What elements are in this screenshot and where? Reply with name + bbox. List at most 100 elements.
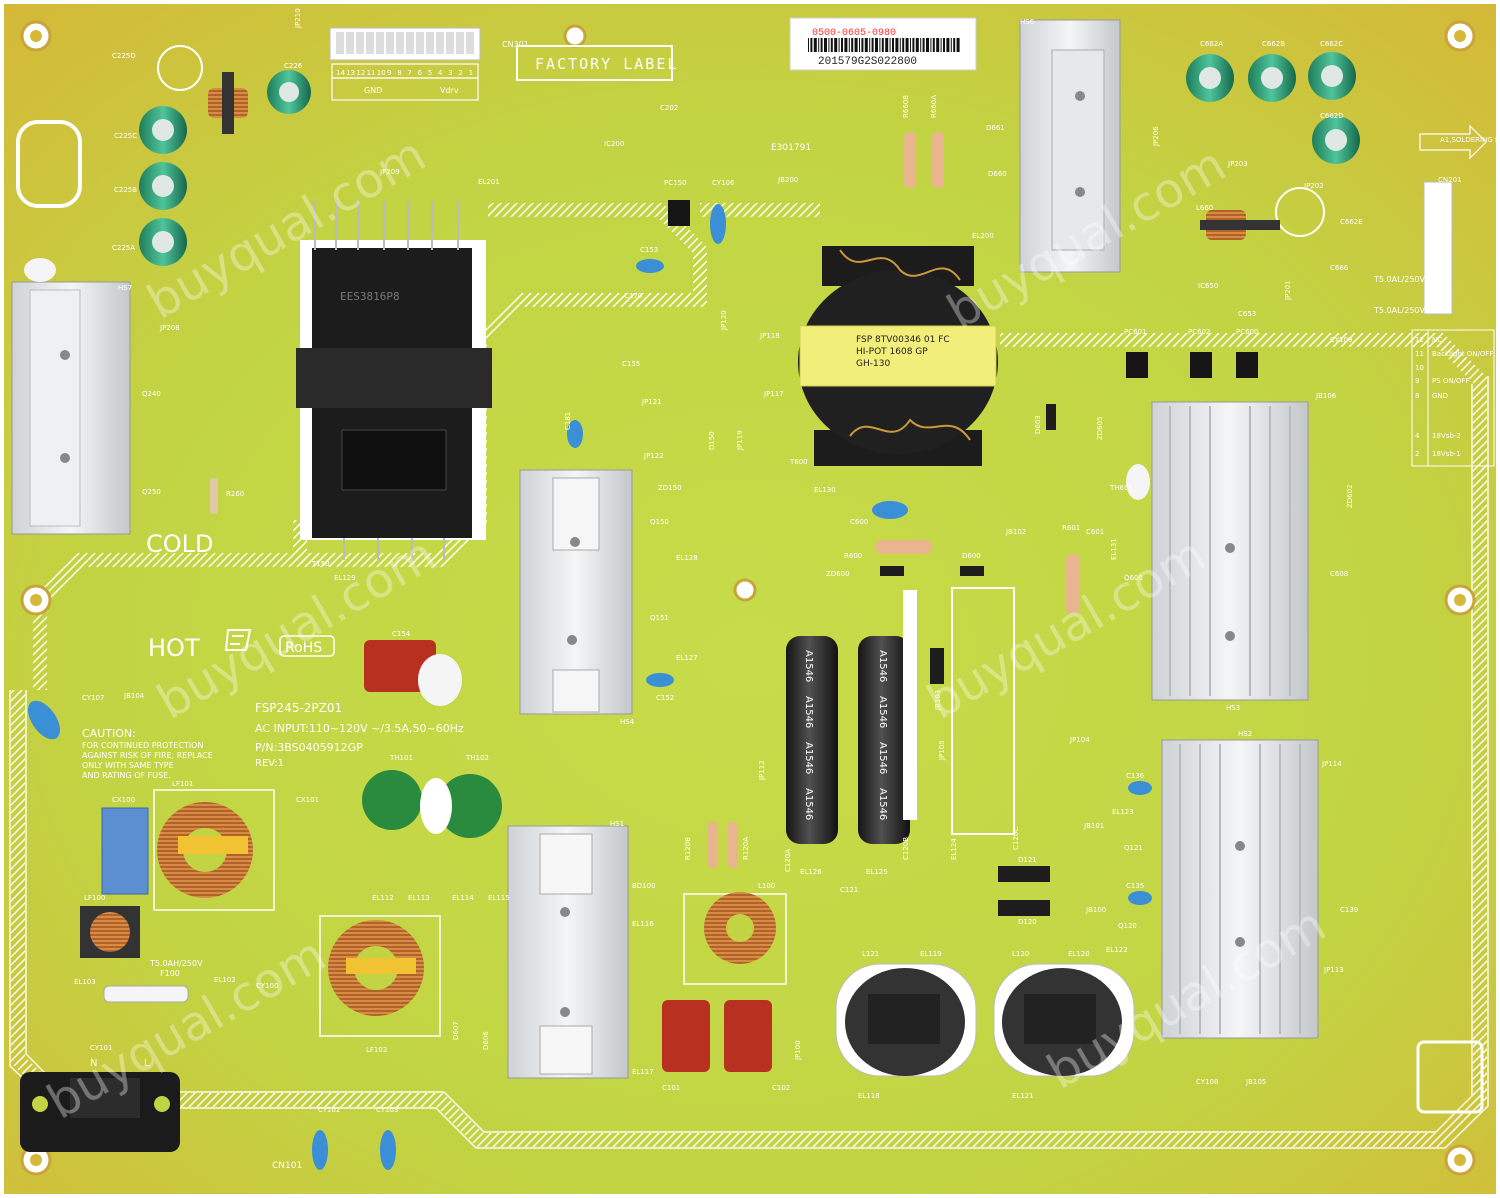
designator-ic200: IC200 xyxy=(604,140,624,148)
designator-el125: EL125 xyxy=(866,868,888,876)
designator-lf100: LF100 xyxy=(84,894,105,902)
designator-d121: D121 xyxy=(1018,856,1037,864)
rohs-text: RoHS xyxy=(285,640,322,656)
designator-jp104: JP104 xyxy=(1069,736,1090,744)
designator-jp105: JP105 xyxy=(938,740,946,761)
designator-jb200: JB200 xyxy=(777,176,798,184)
designator-el126: EL126 xyxy=(800,868,822,876)
designator-cy102: CY102 xyxy=(318,1106,340,1114)
designator-cy109: CY109 xyxy=(1330,336,1352,344)
cn301-pin-number: 10 xyxy=(377,69,386,77)
fsp-logo xyxy=(224,629,252,651)
cn301-pin-number: 6 xyxy=(418,69,423,77)
caution-line: AND RATING OF FUSE. xyxy=(82,771,171,780)
designator-r120a: R120A xyxy=(742,837,750,860)
barcode-bar xyxy=(902,38,905,52)
cn301-pin-number: 12 xyxy=(356,69,365,77)
cn201-pin-label: 18Vsb-1 xyxy=(1432,450,1461,458)
thermistors xyxy=(362,770,502,838)
designator-c153: C153 xyxy=(640,246,658,254)
choke-lf100 xyxy=(80,906,140,958)
barcode-bar xyxy=(841,38,843,52)
designator-q250: Q250 xyxy=(142,488,161,496)
barcode-bar xyxy=(932,38,935,52)
designator-q120: Q120 xyxy=(1118,922,1137,930)
designator-c120a: C120A xyxy=(784,849,792,872)
designator-el116: EL116 xyxy=(632,920,654,928)
designator-jp112: JP112 xyxy=(758,760,766,781)
barcode-bar xyxy=(953,38,956,52)
cap-code: A1546 xyxy=(877,696,888,728)
cn201-pin-table xyxy=(1411,329,1495,467)
designator-jp209: JP209 xyxy=(379,168,400,176)
factory-label-box xyxy=(516,45,673,81)
designator-ic650: IC650 xyxy=(1198,282,1218,290)
barcode-bar xyxy=(889,38,891,52)
designator-zd602: ZD602 xyxy=(1346,484,1354,508)
transformer-t150 xyxy=(296,200,492,560)
designator-th101: TH101 xyxy=(389,754,413,762)
designator-l120: L120 xyxy=(1012,950,1029,958)
cn101-n: N xyxy=(90,1058,97,1069)
caution-line: FOR CONTINUED PROTECTION xyxy=(82,741,203,750)
designator-cy101: CY101 xyxy=(90,1044,112,1052)
designator-r660a: R660A xyxy=(930,95,938,118)
designator-cy106: CY106 xyxy=(712,179,735,187)
barcode-bar xyxy=(910,38,911,52)
barcode-bar xyxy=(915,38,919,52)
barcode-bar xyxy=(920,38,922,52)
designator-jp202: JP202 xyxy=(1303,182,1324,190)
designator-jb103: JB103 xyxy=(934,690,942,711)
common-mode-choke-lf101 xyxy=(153,789,275,911)
barcode-bar xyxy=(926,38,929,52)
cn201-pin-number: 11 xyxy=(1415,350,1424,358)
cn301-vdrv: Vdrv xyxy=(440,86,459,95)
designator-jp114: JP114 xyxy=(1321,760,1342,768)
y-capacitors xyxy=(28,204,1152,1170)
designator-cx100: CX100 xyxy=(112,796,135,804)
designator-c181: C181 xyxy=(564,412,572,430)
cn201-label: CN201 xyxy=(1438,176,1462,184)
barcode-bar xyxy=(879,38,881,52)
ul-mark-text: E301791 xyxy=(771,143,811,153)
solder-direction-text: A1,SOLDERING DIRECTION xyxy=(1440,136,1500,144)
cap-c662b xyxy=(1248,54,1296,102)
barcode-bar xyxy=(912,38,915,52)
fuse-main-text: T5.0AH/250V xyxy=(149,959,203,968)
designator-el122: EL122 xyxy=(1106,946,1128,954)
choke-l100 xyxy=(683,892,787,985)
designator-jp120: JP120 xyxy=(720,310,728,331)
designator-cy107: CY107 xyxy=(82,694,104,702)
designator-q121: Q121 xyxy=(1124,844,1143,852)
hot-text: HOT xyxy=(148,634,200,662)
cap-code: A1546 xyxy=(803,788,814,820)
designator-l121: L121 xyxy=(862,950,879,958)
connector-cn201 xyxy=(1423,181,1453,315)
barcode-bar xyxy=(844,38,848,52)
cn201-pin-number: 8 xyxy=(1415,392,1419,400)
designator-jp121: JP121 xyxy=(641,398,662,406)
cap-c225a xyxy=(139,218,187,266)
inductor-l121 xyxy=(835,963,977,1077)
designator-c101: C101 xyxy=(662,1084,680,1092)
designator-c600: C600 xyxy=(850,518,868,526)
designator-t600: T600 xyxy=(789,458,808,466)
cap-c662c xyxy=(1308,52,1356,100)
designator-c120c: C120C xyxy=(1012,827,1020,850)
cap-code: A1546 xyxy=(803,650,814,682)
designator-jp210: JP210 xyxy=(294,8,302,29)
cap-code: A1546 xyxy=(877,650,888,682)
designator-hs2: HS2 xyxy=(1238,730,1252,738)
diodes xyxy=(880,404,1056,916)
designator-c601: C601 xyxy=(1086,528,1104,536)
barcode-bar xyxy=(899,38,901,52)
cn201-pin-label: NC xyxy=(1432,336,1442,344)
designator-el118: EL118 xyxy=(858,1092,880,1100)
barcode-top-text: 0500-0605-0980 xyxy=(812,28,896,39)
cold-text: COLD xyxy=(146,530,214,558)
designator-zd605: ZD605 xyxy=(1096,416,1104,440)
designator-c155: C155 xyxy=(622,360,640,368)
part-number-text: P/N:3BS0405912GP xyxy=(255,741,363,754)
